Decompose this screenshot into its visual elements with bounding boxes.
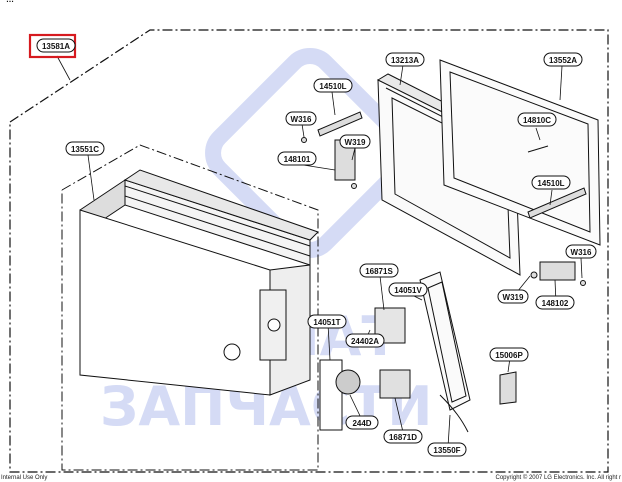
door-group-boundary bbox=[61, 144, 319, 471]
part-label-text: 14051V bbox=[394, 286, 422, 295]
part-label-text: 15006P bbox=[495, 351, 523, 360]
part-label-text: 148102 bbox=[542, 299, 569, 308]
part-label[interactable]: 148101 bbox=[277, 151, 317, 166]
part-label[interactable]: W319 bbox=[339, 134, 371, 149]
part-label[interactable]: W316 bbox=[285, 111, 317, 126]
part-label-text: 13552A bbox=[549, 56, 577, 65]
part-label[interactable]: 14051T bbox=[307, 314, 347, 329]
part-label-text: 244D bbox=[352, 419, 371, 428]
part-label-text: W316 bbox=[291, 115, 312, 124]
part-label[interactable]: 16871D bbox=[383, 429, 423, 444]
part-label-text: 13213A bbox=[391, 56, 419, 65]
part-label[interactable]: W319 bbox=[497, 289, 529, 304]
part-label-text: 14051T bbox=[313, 318, 340, 327]
part-label-text: 14810C bbox=[523, 116, 551, 125]
part-label[interactable]: 13581A bbox=[36, 38, 76, 53]
part-label[interactable]: 14810C bbox=[517, 112, 557, 127]
part-label[interactable]: 24402A bbox=[345, 333, 385, 348]
part-label-text: 16871D bbox=[389, 433, 417, 442]
assembly-boundary bbox=[9, 29, 609, 473]
header-partial: … bbox=[6, 0, 14, 4]
part-label-text: 148101 bbox=[284, 155, 311, 164]
part-label-text: W316 bbox=[571, 248, 592, 257]
part-label[interactable]: 13552A bbox=[543, 52, 583, 67]
door-assembly bbox=[79, 169, 319, 396]
part-label[interactable]: 13550F bbox=[427, 442, 467, 457]
control-parts bbox=[319, 271, 517, 433]
part-label[interactable]: 16871S bbox=[359, 263, 399, 278]
part-label-text: W319 bbox=[503, 293, 524, 302]
part-label[interactable]: 244D bbox=[345, 415, 379, 430]
hinge-parts bbox=[301, 111, 587, 286]
part-label-text: 14510L bbox=[537, 179, 564, 188]
part-label-text: W319 bbox=[345, 138, 366, 147]
part-label-text: 14510L bbox=[319, 82, 346, 91]
part-label[interactable]: 15006P bbox=[489, 347, 529, 362]
part-label[interactable]: 13551C bbox=[65, 141, 105, 156]
part-label[interactable]: 13213A bbox=[385, 52, 425, 67]
part-label-text: 16871S bbox=[365, 267, 393, 276]
part-label-text: 24402A bbox=[351, 337, 379, 346]
part-label-text: 13551C bbox=[71, 145, 99, 154]
footer-right-text: Copyright © 2007 LG Electronics. Inc. Al… bbox=[495, 475, 621, 481]
part-label[interactable]: 14051V bbox=[388, 282, 428, 297]
part-label[interactable]: 14510L bbox=[313, 78, 353, 93]
part-label[interactable]: W316 bbox=[565, 244, 597, 259]
part-label-text: 13581A bbox=[42, 42, 70, 51]
part-label[interactable]: 148102 bbox=[535, 295, 575, 310]
part-label-text: 13550F bbox=[433, 446, 460, 455]
footer-left-text: Internal Use Only bbox=[1, 475, 48, 481]
part-label[interactable]: 14510L bbox=[531, 175, 571, 190]
